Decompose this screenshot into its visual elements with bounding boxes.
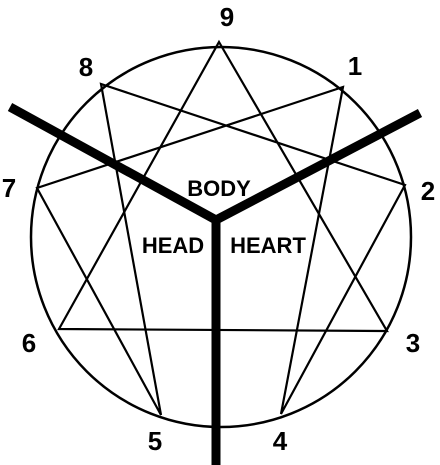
center-label-heart: HEART <box>230 233 306 258</box>
divider-right <box>213 109 423 224</box>
point-label-7: 7 <box>2 173 16 203</box>
point-label-8: 8 <box>79 52 93 82</box>
center-label-body: BODY <box>187 176 251 201</box>
point-label-3: 3 <box>406 328 420 358</box>
point-label-5: 5 <box>148 426 162 456</box>
point-label-9: 9 <box>220 2 234 32</box>
point-label-2: 2 <box>421 176 435 206</box>
center-label-head: HEAD <box>142 233 204 258</box>
triangle-9-3-6 <box>57 39 389 333</box>
point-label-1: 1 <box>348 51 362 81</box>
enneagram-circle <box>29 45 413 429</box>
point-label-4: 4 <box>273 426 288 456</box>
divider-left <box>7 103 219 224</box>
hexad-1-4-2-8-5-7 <box>35 82 407 416</box>
point-label-6: 6 <box>22 328 36 358</box>
